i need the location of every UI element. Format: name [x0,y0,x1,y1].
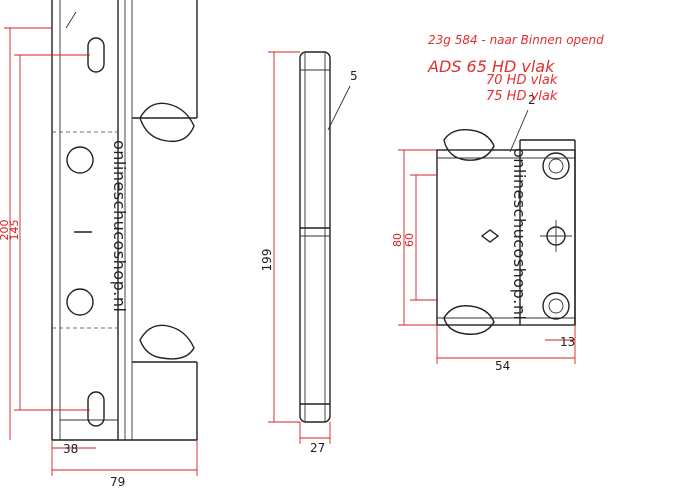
dim-right-80: 80 [391,233,404,247]
dim-left-145: 145 [8,220,21,241]
right-callout-2: 2 [528,93,536,107]
left-hinge-view [51,0,198,441]
watermark-right: onlineschucoshop.nl [510,148,529,320]
annotation-line-1: 23g 584 - naar Binnen opend [428,33,604,47]
dim-left-79: 79 [110,475,125,489]
dim-left-200: 200 [0,220,11,241]
dim-right-60: 60 [403,233,416,247]
dim-pin-27: 27 [310,441,325,455]
annotation-line-2: ADS 65 HD vlak [427,57,555,76]
dim-pin-199: 199 [260,249,274,272]
annotation-line-3: 70 HD vlak [486,73,558,88]
dim-right-54: 54 [495,359,510,373]
right-hinge-view: 2 [436,93,576,335]
dim-right-13: 13 [560,335,575,349]
annotation-line-4: 75 HD vlak [486,89,558,104]
pin-dimensions: 199 27 [260,51,331,455]
handwritten-annotation: 23g 584 - naar Binnen opend ADS 65 HD vl… [427,33,604,104]
left-dimensions: 200 145 38 79 [0,27,198,489]
dim-left-38: 38 [63,442,78,456]
right-dimensions: 80 60 54 13 [391,149,576,373]
pin-callout-5: 5 [350,69,358,83]
pin-view: 5 [299,51,358,423]
watermark-left: onlineschucoshop.nl [110,140,129,312]
